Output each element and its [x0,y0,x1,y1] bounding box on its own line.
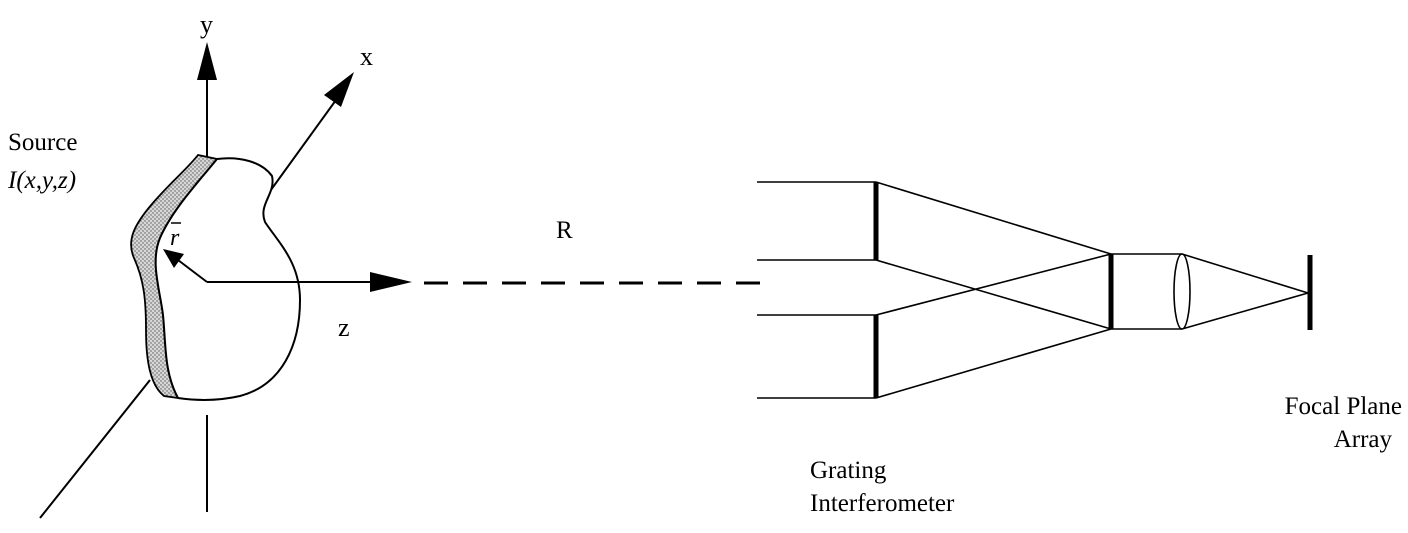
position-vector [177,259,208,283]
ray-3 [875,253,1112,316]
position-vector-symbol: r [170,225,180,251]
z-axis-label: z [338,313,350,342]
z-axis-arrowhead [370,272,412,292]
lens [1173,253,1191,330]
y-axis-label: y [200,10,213,39]
position-vector-label: r [170,222,181,251]
source-title: Source [8,129,77,156]
grating-interferometer [757,181,1313,399]
distance-label: R [556,217,573,244]
x-axis-negative [39,379,151,519]
focus-ray-bottom [1181,292,1309,330]
position-vector-arrowhead [163,249,184,268]
detector-label-line1: Focal Plane [1285,393,1402,420]
x-axis-label: x [360,42,373,71]
instrument-label-line2: Interferometer [810,490,955,517]
focus-ray-top [1181,253,1309,294]
source-function: I(x,y,z) [7,167,76,194]
y-axis-arrowhead [197,42,217,80]
x-axis-arrowhead [324,72,354,107]
ray-2 [875,259,1112,330]
source-front-face [154,157,302,401]
ray-4 [875,328,1112,399]
detector-label-line2: Array [1334,426,1393,453]
x-axis [267,99,337,195]
instrument-label-line1: Grating [810,457,887,484]
ray-1 [875,181,1112,255]
source-object [130,154,302,401]
